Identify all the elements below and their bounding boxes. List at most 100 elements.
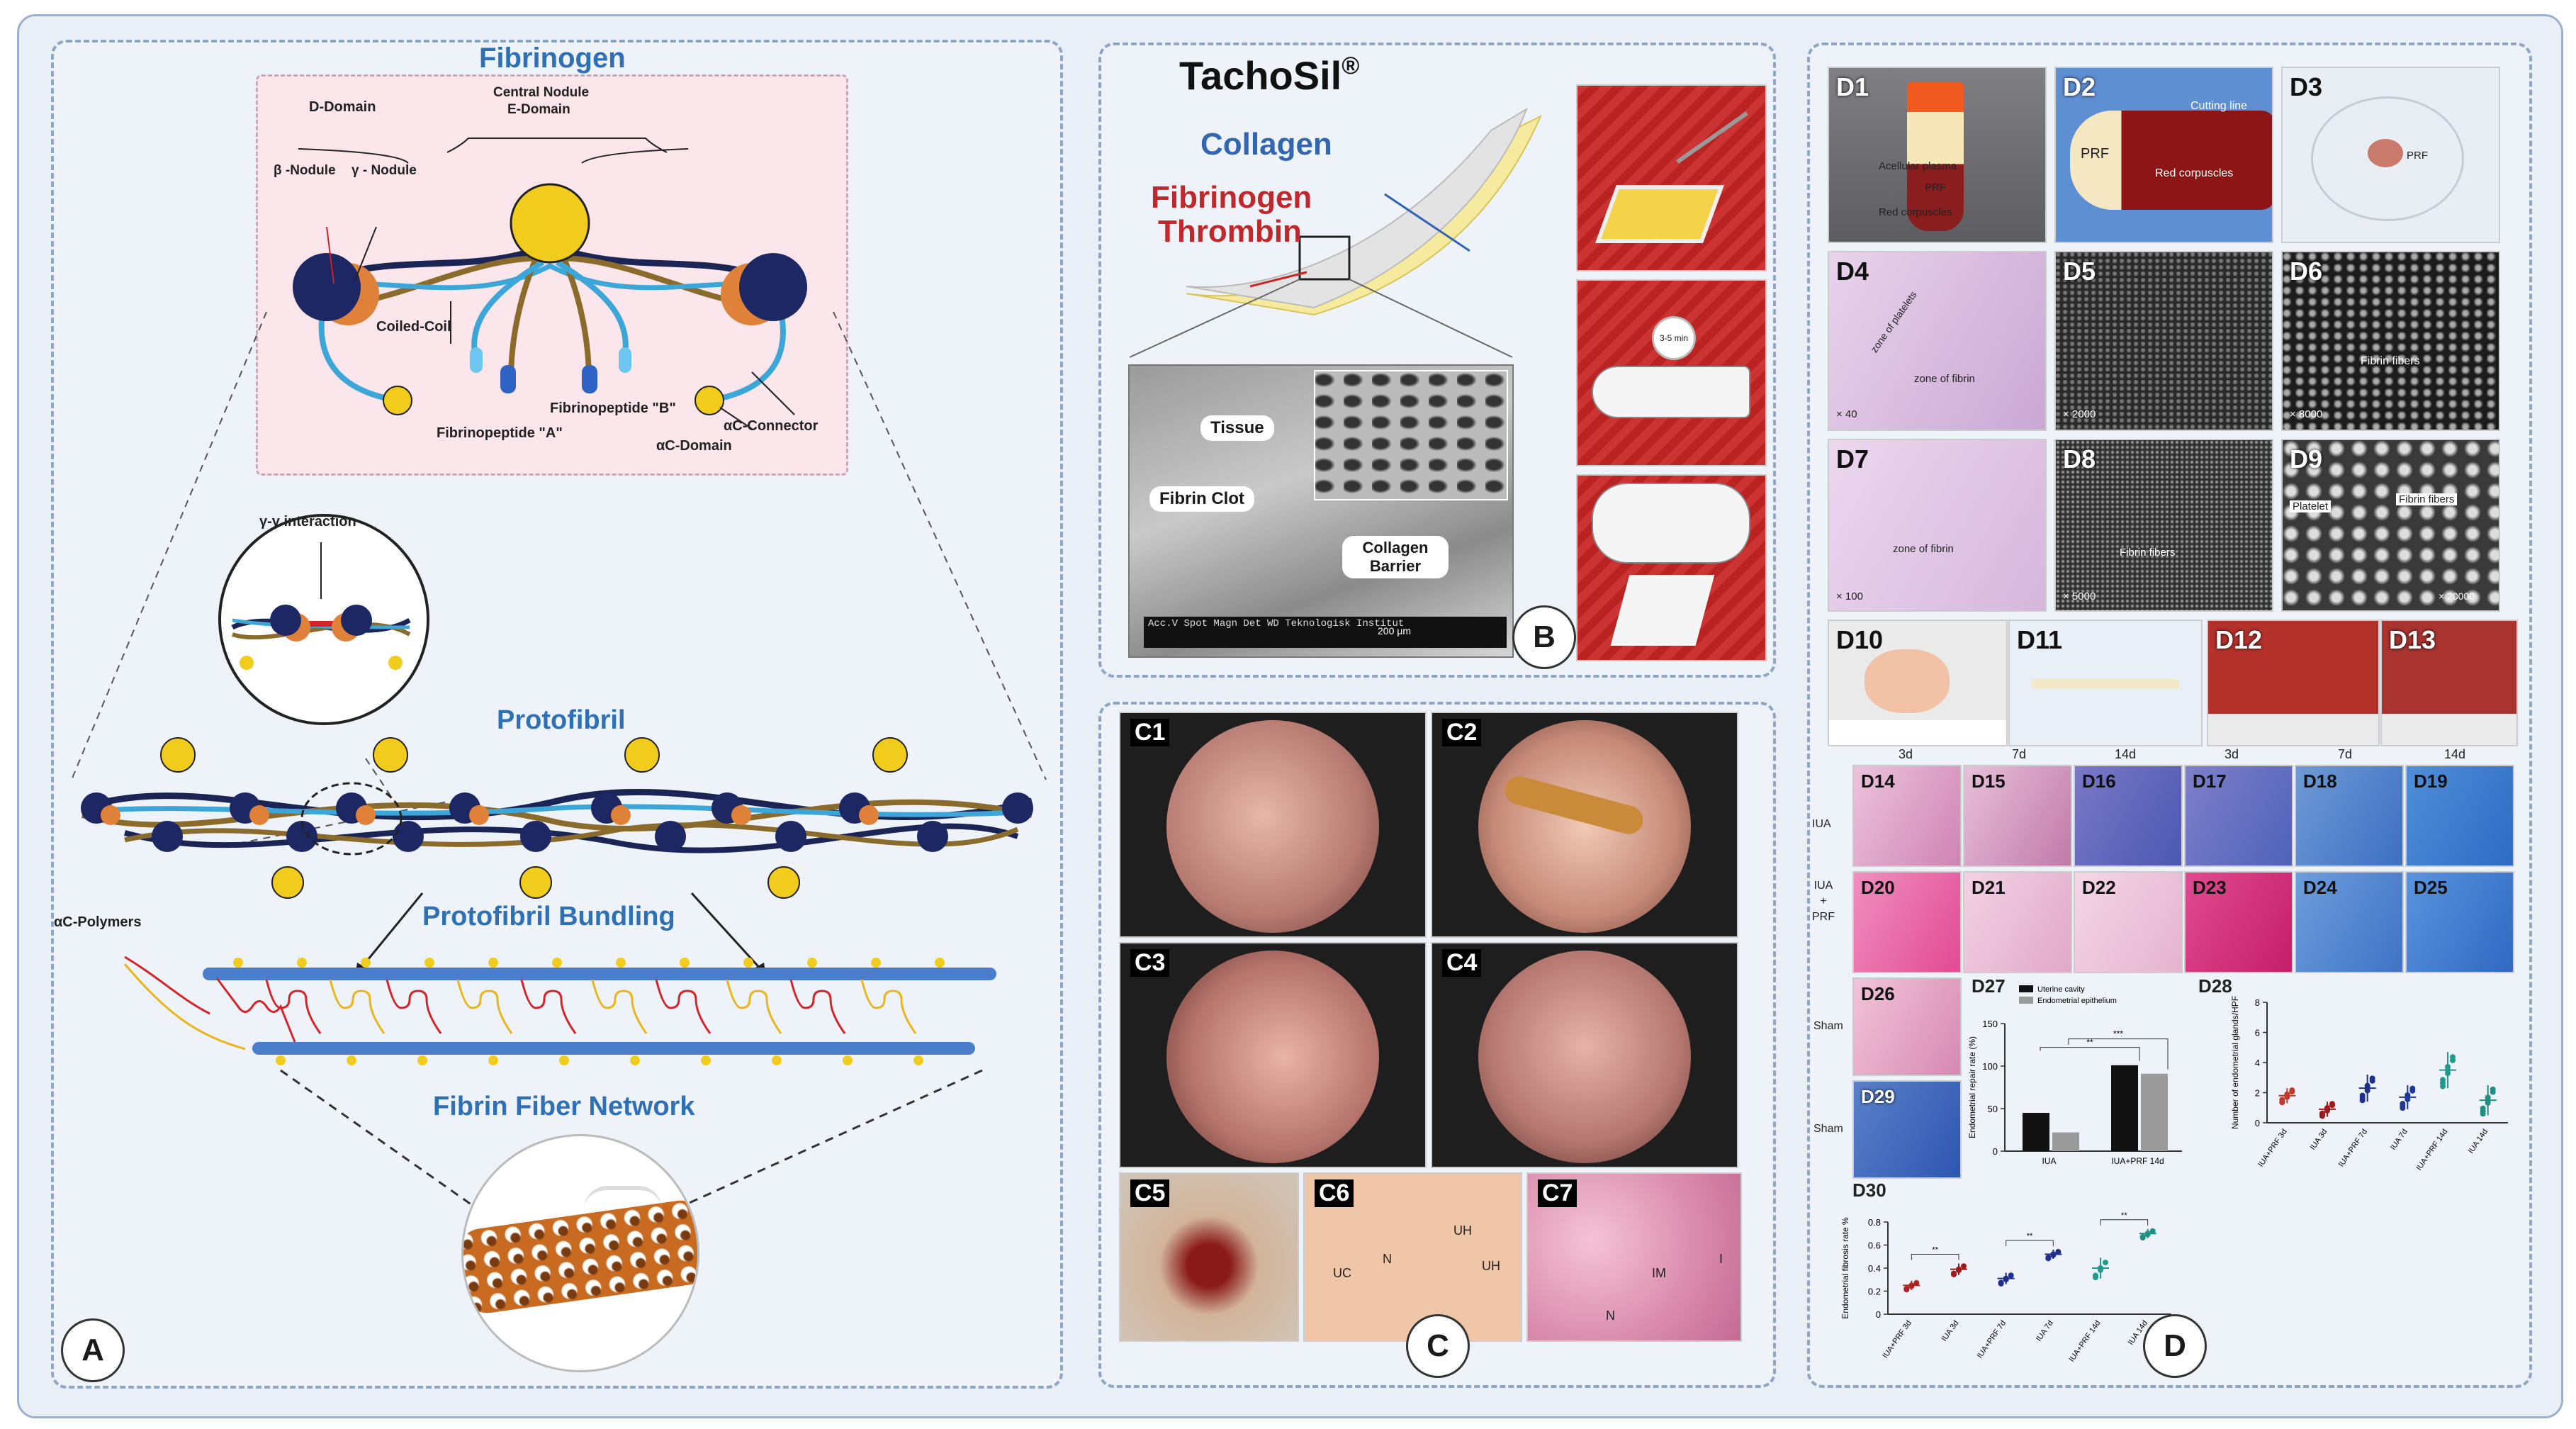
d5-text-mag: × 2000: [2063, 408, 2096, 420]
c6-uh-mark-2: UH: [1482, 1259, 1500, 1273]
c7-i-mark: I: [1719, 1252, 1723, 1266]
d3-tag: D3: [2290, 72, 2323, 101]
d27-y-label: Endometrial repair rate (%): [1967, 1036, 1977, 1138]
d9-text-platelet: Platelet: [2290, 500, 2332, 512]
d30-point: [1903, 1286, 1910, 1292]
c6-n-mark: N: [1383, 1252, 1392, 1266]
d27-bar: [2111, 1065, 2138, 1151]
gamma-interaction-label: γ-γ interaction: [259, 514, 356, 529]
d28-point: [2279, 1097, 2285, 1103]
row-label-iua-prf-2: +: [1820, 895, 1827, 907]
d26-tag: D26: [1861, 983, 1895, 1004]
d1-text-red: Red corpuscles: [1879, 206, 1952, 218]
d8-image: D8 Fibrin fibers × 5000: [2054, 439, 2273, 612]
d30-point: [2055, 1248, 2062, 1255]
row-label-iua: IUA: [1812, 818, 1831, 830]
c3-scope-view: [1166, 951, 1379, 1163]
d30-sig-bracket: [2100, 1219, 2149, 1226]
hand-press: [1592, 366, 1750, 418]
d30-tag: D30: [1852, 1179, 1886, 1201]
histology-tile-tag: D25: [2414, 877, 2448, 898]
panel-d: D1 Acellular plasma PRF Red corpuscles D…: [1807, 43, 2532, 1388]
d1-tube: [1907, 82, 1964, 231]
d30-point: [2103, 1260, 2108, 1266]
d27-y-tick-label: 100: [1982, 1061, 1998, 1072]
d9-tag: D9: [2290, 444, 2323, 473]
d27-y-tick-label: 50: [1988, 1104, 1998, 1114]
c5-tag: C5: [1130, 1179, 1170, 1207]
beta-nodule-label: β -Nodule: [274, 163, 336, 178]
c7-tag: C7: [1538, 1179, 1577, 1207]
d10-tag: D10: [1836, 625, 1884, 654]
d27-legend-label: Endometrial epithelium: [2037, 997, 2117, 1005]
fibrin-strands: [584, 1186, 662, 1233]
c2-scope-view: [1478, 720, 1691, 933]
histology-tile-tag: D15: [1972, 770, 2006, 792]
d30-y-tick-label: 0.6: [1868, 1240, 1881, 1251]
fibrinopeptide-b-label: Fibrinopeptide "B": [550, 400, 676, 416]
d1-text-plasma: Acellular plasma: [1879, 160, 1957, 172]
d28-point: [2490, 1086, 2496, 1092]
zoom-lines-b: [1129, 279, 1513, 358]
d6-text-fibers: Fibrin fibers: [2361, 355, 2420, 367]
row-label-iua-prf-3: PRF: [1812, 911, 1835, 923]
d28-point: [2400, 1101, 2406, 1107]
d27-y-tick-label: 150: [1982, 1019, 1998, 1029]
day-label-5: 7d: [2338, 747, 2353, 761]
d28-point: [2450, 1054, 2456, 1060]
d27-legend-swatch: [2019, 985, 2033, 992]
c3-tag: C3: [1130, 949, 1170, 977]
d30-point: [1913, 1279, 1920, 1286]
d29-tag: D29: [1861, 1086, 1895, 1107]
d28-y-tick-label: 0: [2255, 1118, 2260, 1128]
day-label-4: 3d: [2225, 747, 2239, 761]
c4-scope-view: [1478, 951, 1691, 1163]
collagen-label: Collagen: [1200, 127, 1332, 162]
d30-x-tick-label: IUA+PRF 14d: [2068, 1319, 2103, 1364]
histology-tile-tag: D14: [1861, 770, 1895, 792]
c1-tag: C1: [1130, 719, 1170, 746]
histology-tile-tag: D16: [2082, 770, 2116, 792]
d7-text-fibrin: zone of fibrin: [1893, 543, 1954, 555]
tissue-label: Tissue: [1200, 415, 1274, 441]
d28-y-tick-label: 8: [2255, 997, 2260, 1008]
sem-scale-bar: 200 μm: [1378, 625, 1411, 637]
d30-y-tick-label: 0.8: [1868, 1217, 1881, 1228]
gamma-nodule-label: γ - Nodule: [351, 163, 417, 178]
histology-tile-d14: D14: [1852, 765, 1962, 867]
d27-legend-label: Uterine cavity: [2037, 985, 2085, 994]
ac-domain-label: αC-Domain: [656, 438, 732, 454]
row-label-iua-prf-1: IUA: [1813, 880, 1833, 892]
d27-sig-label-1: **: [2086, 1037, 2093, 1047]
protofibril-bundling-title: Protofibril Bundling: [422, 902, 675, 931]
d5-image: D5 × 2000: [2054, 251, 2273, 431]
tachosil-sheet: [1186, 107, 1543, 316]
day-label-2: 7d: [2012, 747, 2027, 761]
d30-point: [1951, 1270, 1957, 1277]
day-label-3: 14d: [2115, 747, 2137, 761]
peel-hands: [1592, 483, 1750, 564]
d30-y-tick-label: 0.2: [1868, 1287, 1881, 1297]
d6-image: D6 Fibrin fibers × 8000: [2281, 251, 2500, 431]
fibrin-fiber-image: [463, 1197, 697, 1317]
c6-uh-mark-1: UH: [1453, 1223, 1472, 1238]
day-label-6: 14d: [2444, 747, 2466, 761]
d9-text-mag: × 20000: [2439, 590, 2475, 602]
d30-point: [2093, 1272, 2098, 1279]
thrombin-label: Thrombin: [1158, 214, 1302, 249]
fibrin-network-circle: [461, 1134, 699, 1372]
histology-tile-d17: D17: [2184, 765, 2293, 867]
panel-c: C1 C2 C3 C4 C5 C6 UH UH UC N C7 IM N: [1098, 702, 1776, 1388]
histology-tile-d16: D16: [2074, 765, 2183, 867]
c7-image: C7 IM N I: [1526, 1172, 1742, 1342]
d30-point: [1961, 1263, 1967, 1270]
c5-image: C5: [1119, 1172, 1299, 1342]
d2-text-prf: PRF: [2081, 146, 2109, 162]
d3-dish: [2311, 96, 2464, 221]
c1-image: C1: [1119, 712, 1427, 938]
d27-sig-bracket-1: [2040, 1047, 2140, 1061]
c4-tag: C4: [1442, 949, 1482, 977]
d27-bar: [2141, 1073, 2168, 1151]
